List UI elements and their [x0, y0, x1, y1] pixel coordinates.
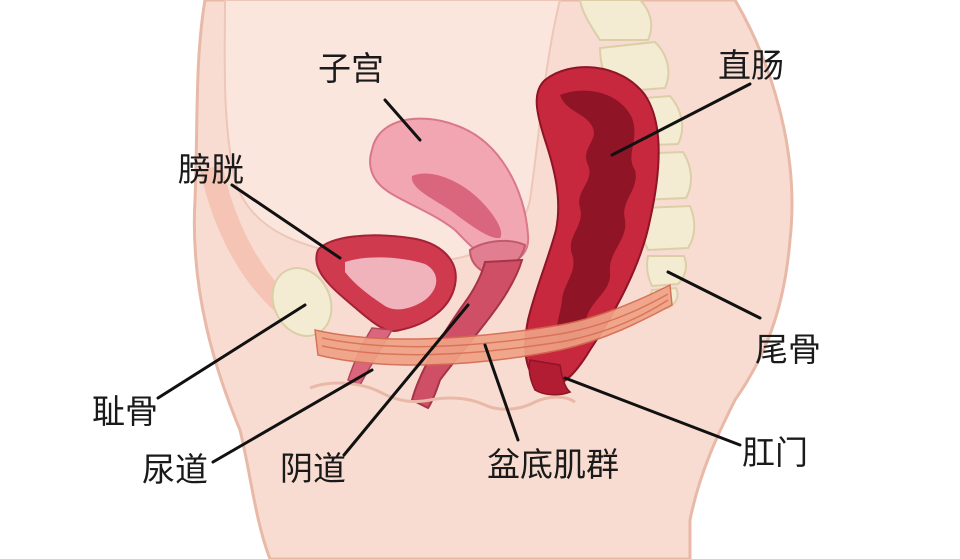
label-coccyx: 尾骨	[755, 330, 821, 369]
label-rectum: 直肠	[718, 46, 784, 85]
leader-pubic-bone	[156, 303, 307, 400]
label-uterus: 子宫	[318, 49, 384, 88]
vaginal-canal	[410, 258, 524, 410]
label-pubic-bone: 耻骨	[92, 392, 158, 431]
leader-rectum	[610, 82, 752, 157]
leader-vagina	[342, 303, 470, 457]
leader-urethra	[211, 368, 374, 464]
leader-coccyx	[666, 270, 762, 320]
bladder-lumen	[345, 257, 437, 310]
uterus-cavity	[411, 173, 502, 239]
anal-canal	[528, 359, 572, 396]
label-vagina: 阴道	[280, 449, 346, 488]
leader-pelvic-floor	[483, 343, 520, 442]
leader-bladder	[230, 183, 342, 260]
label-pelvic-floor-muscles: 盆底肌群	[487, 445, 619, 484]
leader-lines	[156, 82, 762, 464]
abdominal-wall	[200, 165, 320, 330]
label-bladder: 膀胱	[178, 150, 244, 189]
leader-uterus	[383, 98, 422, 142]
label-urethra: 尿道	[142, 450, 208, 489]
leader-anus	[563, 376, 742, 447]
perineum-contour	[309, 381, 576, 411]
label-anus: 肛门	[742, 433, 808, 472]
muscle-fibers	[321, 293, 669, 356]
pelvic-floor-muscles	[314, 283, 673, 366]
